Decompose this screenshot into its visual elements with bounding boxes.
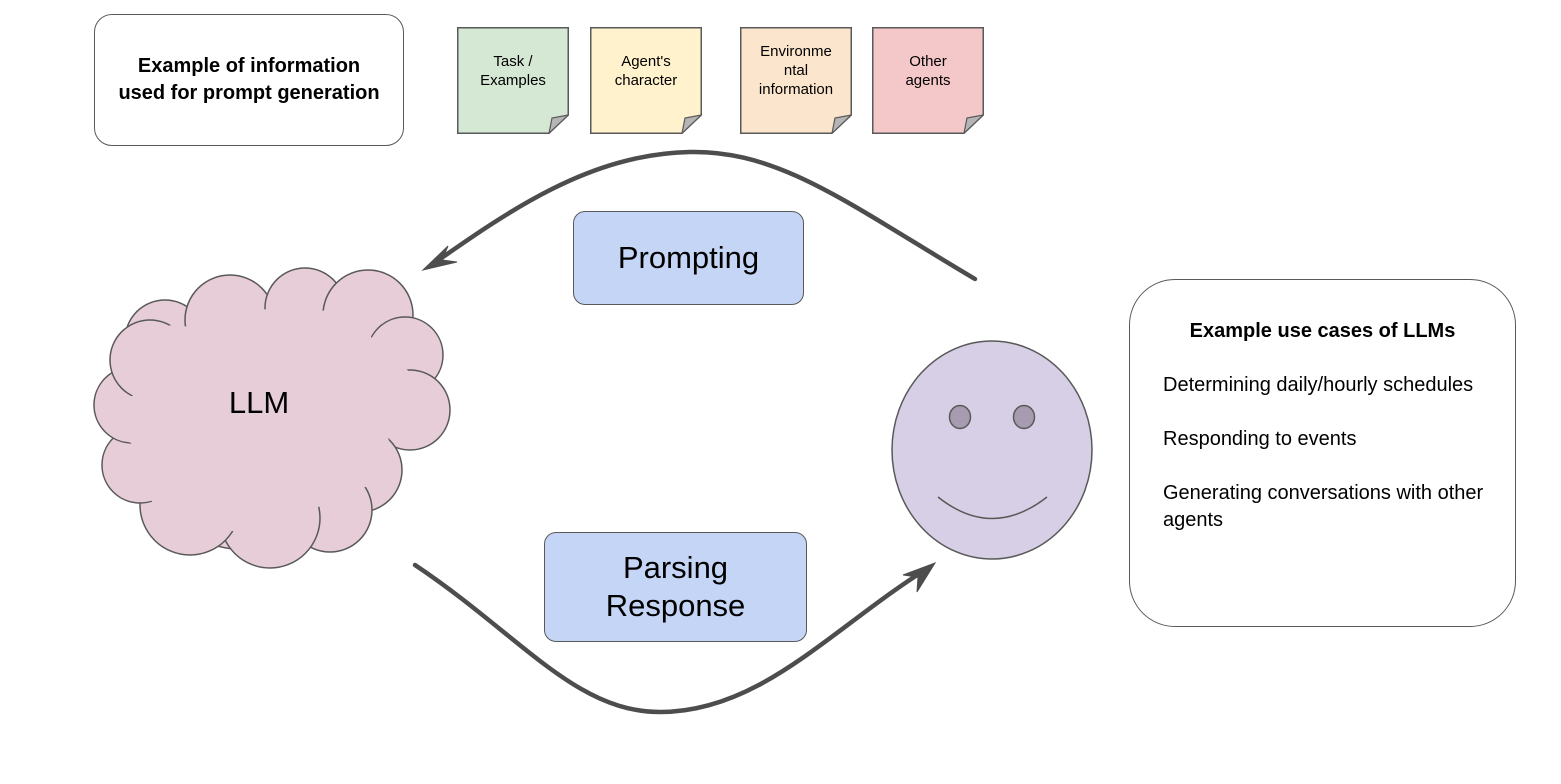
smiley-face-icon bbox=[891, 340, 1093, 560]
parsing-response-box: Parsing Response bbox=[544, 532, 807, 642]
use-cases-list: Determining daily/hourly schedules Respo… bbox=[1163, 372, 1493, 561]
note-agent-character: Agent's character bbox=[590, 27, 702, 134]
parsing-response-label: Parsing Response bbox=[605, 550, 746, 623]
prompting-arrow bbox=[421, 149, 978, 282]
note-line: Other bbox=[909, 52, 947, 70]
use-cases-box: Example use cases of LLMs Determining da… bbox=[1129, 279, 1516, 627]
note-line: agents bbox=[905, 71, 951, 89]
llm-label: LLM bbox=[228, 385, 290, 420]
note-shape bbox=[740, 27, 852, 134]
note-line: Examples bbox=[480, 71, 546, 89]
note-label: Task / Examples bbox=[463, 27, 563, 114]
use-case-item: Determining daily/hourly schedules bbox=[1163, 374, 1474, 396]
use-cases-title: Example use cases of LLMs bbox=[1189, 320, 1456, 342]
note-line: information bbox=[758, 81, 834, 98]
use-case-item: Responding to events bbox=[1163, 428, 1357, 450]
note-line: Task / bbox=[493, 52, 533, 70]
note-label: Environme ntal information bbox=[746, 27, 846, 114]
use-case-item: Generating conversations with other agen… bbox=[1163, 482, 1484, 531]
cloud-icon bbox=[93, 267, 451, 569]
note-line: character bbox=[614, 71, 678, 89]
prompting-box: Prompting bbox=[573, 211, 804, 305]
note-label: Agent's character bbox=[596, 27, 696, 114]
prompting-label: Prompting bbox=[617, 240, 760, 275]
note-line: ntal bbox=[783, 62, 809, 79]
note-shape bbox=[872, 27, 984, 134]
parsing-arrow bbox=[412, 562, 937, 715]
note-line: Environme bbox=[760, 43, 832, 60]
note-task-examples: Task / Examples bbox=[457, 27, 569, 134]
note-line: Agent's bbox=[621, 52, 671, 70]
note-other-agents: Other agents bbox=[872, 27, 984, 134]
legend-box: Example of information used for prompt g… bbox=[94, 14, 404, 146]
note-environmental-information: Environme ntal information bbox=[740, 27, 852, 134]
note-label: Other agents bbox=[878, 27, 978, 114]
legend-title: Example of information used for prompt g… bbox=[118, 55, 380, 104]
note-shape bbox=[457, 27, 569, 134]
note-shape bbox=[590, 27, 702, 134]
